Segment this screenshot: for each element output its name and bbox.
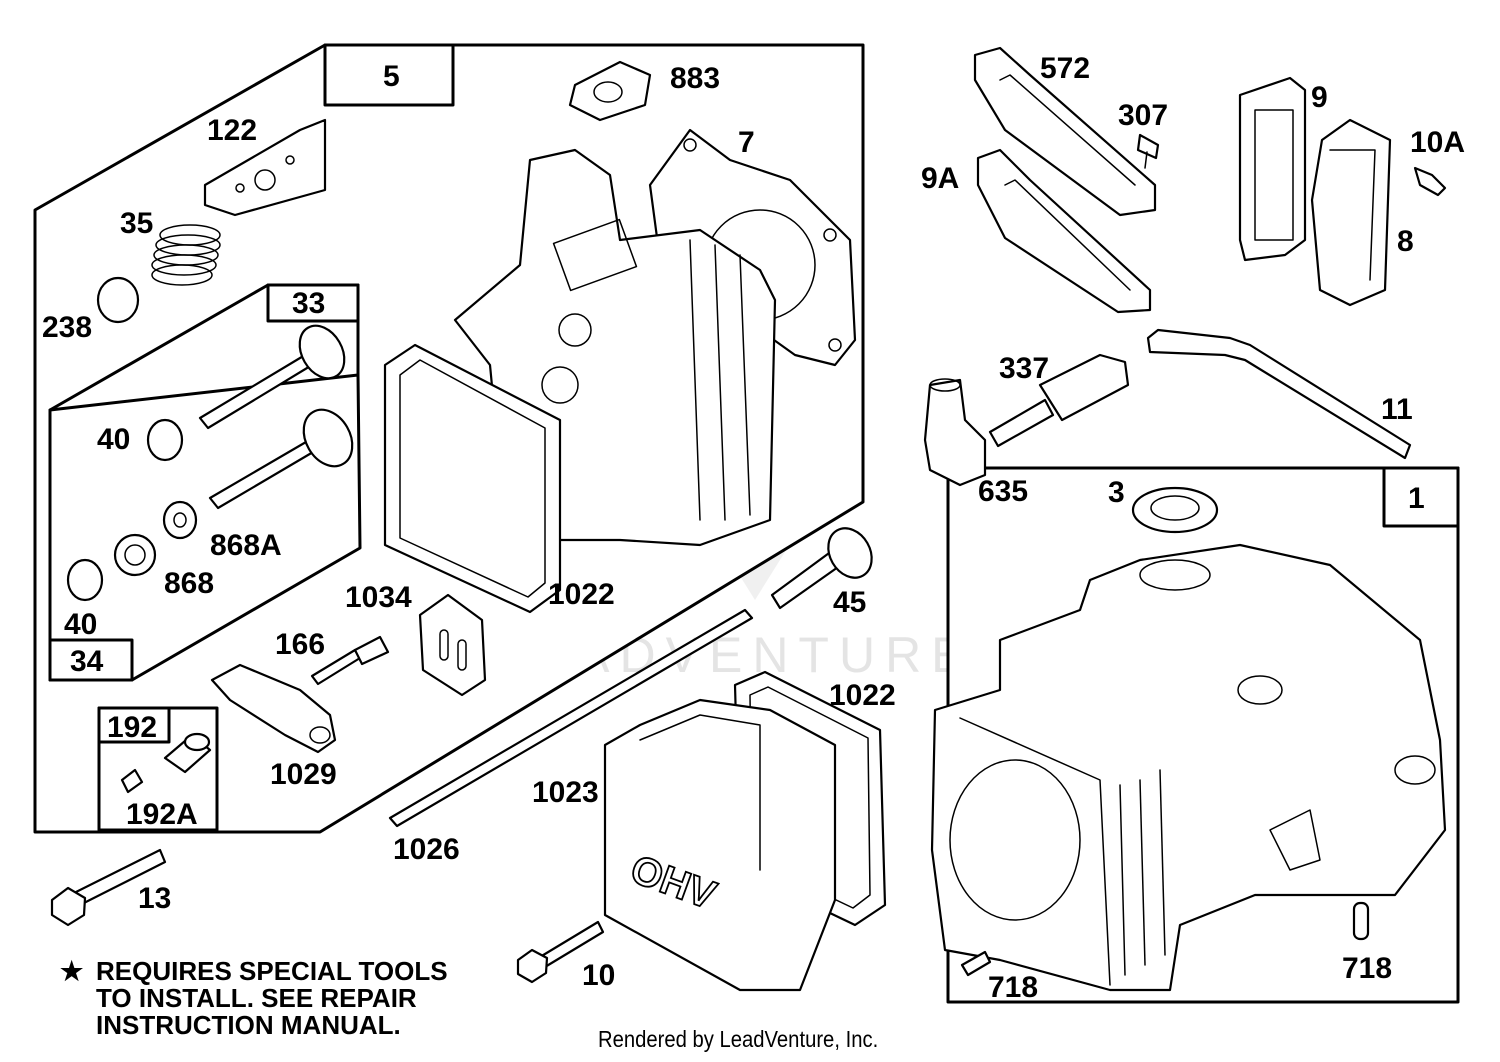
label-718-left: 718 [988, 971, 1038, 1004]
label-7: 7 [738, 126, 755, 159]
label-192A: 192A [126, 798, 198, 831]
label-883: 883 [670, 62, 720, 95]
label-1029: 1029 [270, 758, 337, 791]
group-5-label: 5 [383, 60, 400, 93]
group-34-label: 34 [70, 645, 104, 678]
retainer-868 [113, 533, 157, 577]
label-10A: 10A [1410, 126, 1465, 159]
rocker-cover-1023: OHV [603, 698, 837, 992]
rocker-stud-166 [310, 635, 390, 686]
group-33-label: 33 [292, 287, 325, 320]
group-1-label: 1 [1408, 482, 1425, 515]
special-tools-note: ★ REQUIRES SPECIAL TOOLS TO INSTALL. SEE… [60, 958, 500, 1039]
render-credit: Rendered by LeadVenture, Inc. [598, 1026, 879, 1052]
washer-868A [162, 500, 198, 540]
oil-seal-3 [1131, 486, 1219, 534]
breather-gasket-9 [1238, 76, 1307, 262]
group-33-box [266, 283, 360, 323]
dowel-pin-718-right [1352, 901, 1370, 941]
label-337: 337 [999, 352, 1049, 385]
label-9: 9 [1311, 81, 1328, 114]
label-3: 3 [1108, 476, 1125, 509]
push-rod-guide-45 [770, 527, 873, 610]
label-718-right: 718 [1342, 952, 1392, 985]
screw-307 [1136, 133, 1160, 169]
adjusting-nut-192 [163, 732, 212, 774]
guide-plate-1034 [418, 593, 487, 697]
label-11: 11 [1381, 393, 1413, 426]
valve-cap-238 [96, 276, 140, 324]
note-line-3: INSTRUCTION MANUAL. [96, 1010, 401, 1040]
label-1022-gasket: 1022 [548, 578, 615, 611]
label-238: 238 [42, 311, 92, 344]
label-122: 122 [207, 114, 257, 147]
gasket-572 [973, 46, 1157, 217]
screw-10A [1413, 166, 1447, 197]
group-192-label: 192 [107, 711, 157, 744]
group-34-box [48, 638, 134, 682]
label-635: 635 [978, 475, 1028, 508]
gasket-9A [976, 148, 1152, 314]
valve-spring-35 [151, 224, 221, 286]
label-35: 35 [120, 207, 153, 240]
label-307: 307 [1118, 99, 1168, 132]
exhaust-valve-33 [198, 324, 346, 430]
label-10: 10 [582, 959, 615, 992]
note-line-2: TO INSTALL. SEE REPAIR [96, 983, 417, 1013]
label-40-top: 40 [97, 423, 130, 456]
rocker-cover-gasket-1022 [383, 343, 562, 614]
head-bolt-13 [50, 848, 167, 927]
label-1023: 1023 [532, 776, 599, 809]
breather-cover-8 [1310, 118, 1392, 307]
label-40-bottom: 40 [64, 608, 97, 641]
star-icon: ★ [60, 956, 84, 986]
set-screw-192A [120, 768, 144, 794]
label-8: 8 [1397, 225, 1414, 258]
label-868A: 868A [210, 529, 282, 562]
spark-plug-337 [988, 353, 1130, 448]
breather-tube-11 [1146, 328, 1412, 460]
push-rod-1026 [388, 608, 754, 828]
label-9A: 9A [921, 162, 959, 195]
valve-seal-40-bottom [66, 558, 104, 602]
cover-bolt-10 [516, 920, 605, 984]
label-1026: 1026 [393, 833, 460, 866]
group-192-box [97, 706, 171, 744]
spacer-122 [203, 118, 327, 217]
intake-gasket-883 [568, 60, 652, 122]
label-1034: 1034 [345, 581, 412, 614]
label-868: 868 [164, 567, 214, 600]
group-1-box [1382, 466, 1460, 528]
group-5-box [323, 43, 455, 107]
cylinder-block [930, 543, 1447, 992]
valve-seal-40-top [146, 418, 184, 462]
dowel-pin-718-left [960, 950, 992, 977]
label-166: 166 [275, 628, 325, 661]
label-572: 572 [1040, 52, 1090, 85]
label-13: 13 [138, 882, 171, 915]
label-1022-cover: 1022 [829, 679, 896, 712]
label-45: 45 [833, 586, 866, 619]
note-line-1: REQUIRES SPECIAL TOOLS [96, 956, 448, 986]
group-34-outline [48, 373, 362, 682]
spark-plug-boot-635 [923, 378, 987, 487]
rocker-arm-1029 [210, 663, 337, 754]
intake-valve-34 [208, 408, 354, 510]
